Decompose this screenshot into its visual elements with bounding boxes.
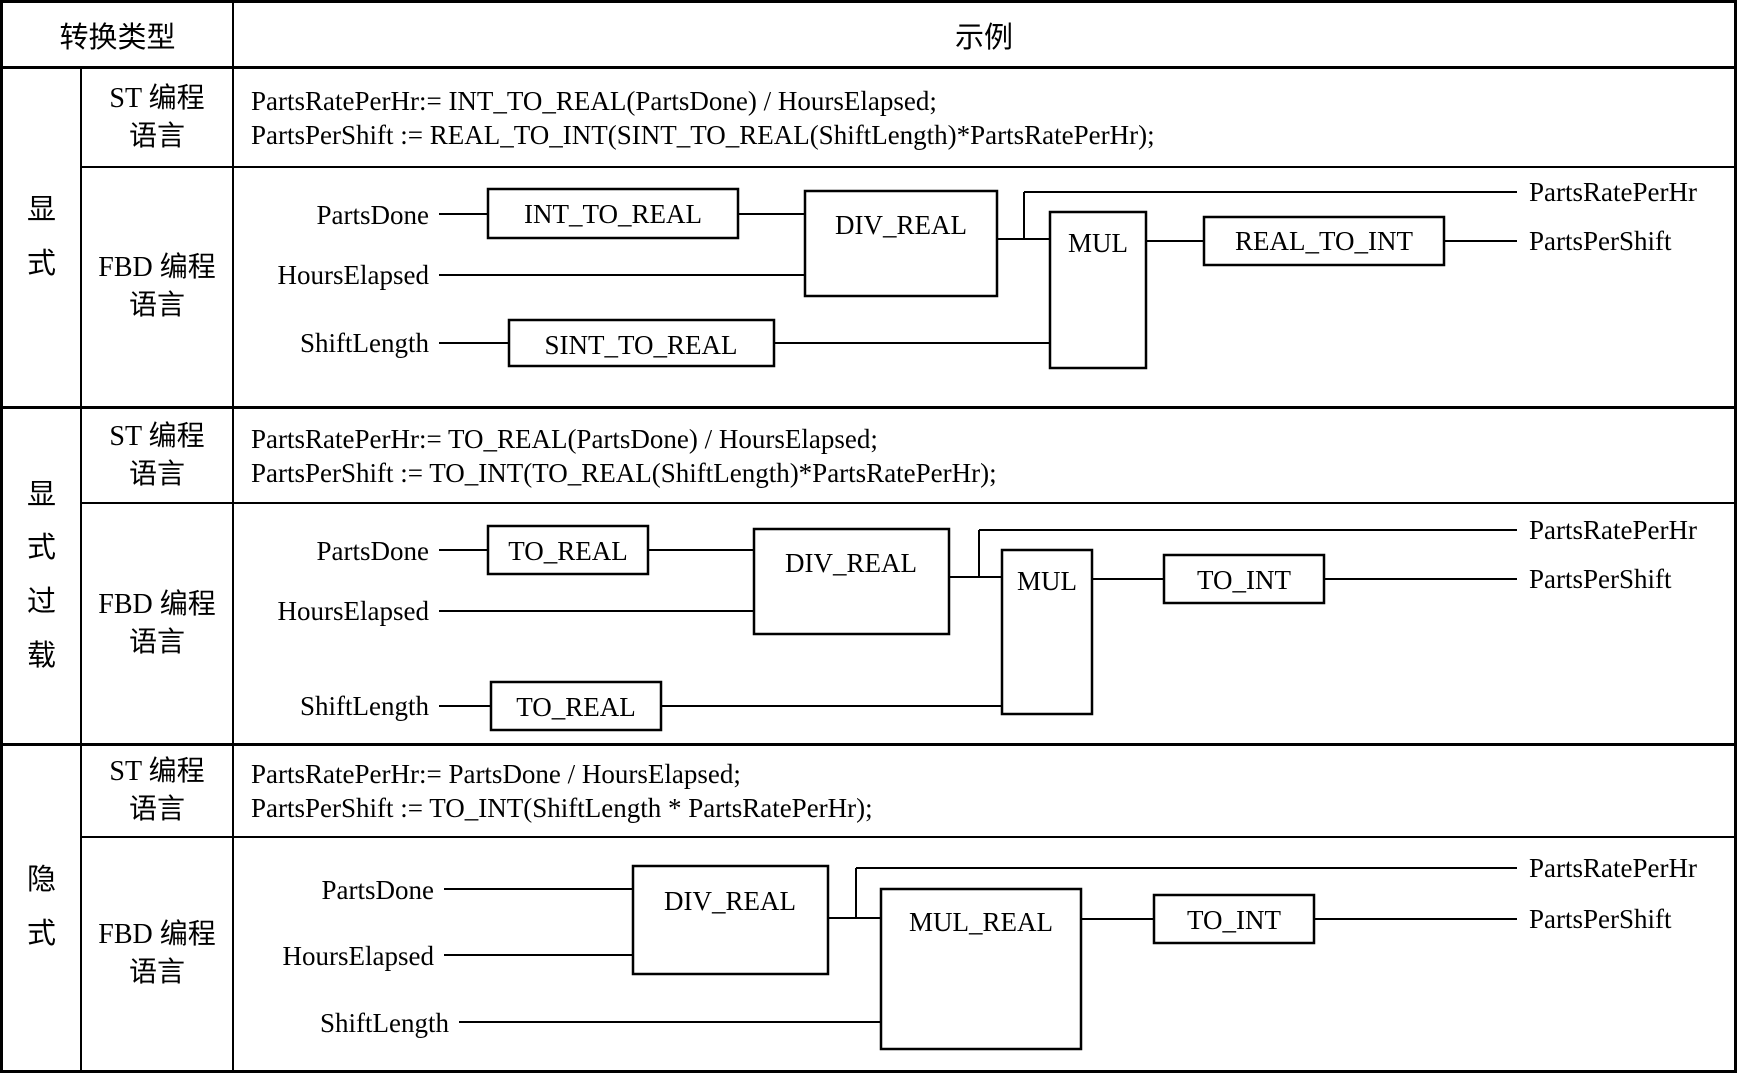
st-code-line: PartsRatePerHr:= PartsDone / HoursElapse… [251,759,741,789]
fbd-block-div-real: DIV_REAL [803,189,999,298]
output-rate-label: PartsRatePerHr [1529,853,1697,883]
block-box [803,189,999,298]
input-hourselapsed-label: HoursElapsed [283,941,435,971]
block-box [1000,548,1094,716]
output-rate-label: PartsRatePerHr [1529,515,1697,545]
block-label: MUL_REAL [909,907,1053,937]
output-shift-label: PartsPerShift [1529,226,1672,256]
st-code-explicit-overload: PartsRatePerHr:= TO_REAL(PartsDone) / Ho… [232,406,1734,502]
block-box [1152,893,1316,945]
wires [439,529,1517,707]
header-conversion-type: 转换类型 [59,21,176,54]
header-example: 示例 [232,3,1734,66]
fbd-block-int-to-real: INT_TO_REAL [486,187,740,240]
block-box [1202,215,1446,267]
fbd-block-to-real-top: TO_REAL [486,524,650,576]
block-label: TO_INT [1197,565,1291,595]
st-code-line: PartsPerShift := TO_INT(TO_REAL(ShiftLen… [251,457,997,488]
fbd-block-div-real: DIV_REAL [752,527,951,636]
st-code-implicit: PartsRatePerHr:= PartsDone / HoursElapse… [232,743,1734,836]
block-box [752,527,951,636]
block-box [486,187,740,240]
block-label: SINT_TO_REAL [545,330,738,360]
fbd-language-label: FBD 编程 语言 [80,836,232,1070]
block-label: DIV_REAL [664,886,796,916]
input-shiftlength-label: ShiftLength [300,328,429,358]
output-shift-label: PartsPerShift [1529,564,1672,594]
st-code-line: PartsRatePerHr:= TO_REAL(PartsDone) / Ho… [251,423,878,454]
input-hourselapsed-label: HoursElapsed [278,596,430,626]
fbd-diagram-explicit-overload: PartsDone HoursElapsed ShiftLength TO_RE… [232,502,1734,743]
block-label: TO_REAL [516,692,636,722]
input-partsdone-label: PartsDone [317,200,429,230]
fbd-block-div-real: DIV_REAL [631,864,830,976]
input-hourselapsed-label: HoursElapsed [278,260,430,290]
fbd-diagram-implicit: PartsDone HoursElapsed ShiftLength DIV_R… [232,836,1734,1070]
block-label: MUL [1017,566,1077,596]
block-label: REAL_TO_INT [1235,226,1413,256]
output-rate-label: PartsRatePerHr [1529,177,1697,207]
wires [444,867,1517,1023]
st-code-explicit: PartsRatePerHr:= INT_TO_REAL(PartsDone) … [232,66,1734,166]
block-box [486,524,650,576]
fbd-block-to-real-bottom: TO_REAL [489,680,663,732]
fbd-language-label: FBD 编程 语言 [80,166,232,406]
fbd-diagram-explicit: PartsDone HoursElapsed ShiftLength INT_T… [232,166,1734,406]
input-partsdone-label: PartsDone [322,875,434,905]
block-box [1162,553,1326,605]
fbd-block-mul-real: MUL_REAL [879,887,1083,1051]
st-code-line: PartsPerShift := REAL_TO_INT(SINT_TO_REA… [251,119,1155,150]
block-label: INT_TO_REAL [524,199,702,229]
input-partsdone-label: PartsDone [317,536,429,566]
block-label: MUL [1068,228,1128,258]
st-language-label: ST 编程 语言 [80,743,232,836]
block-box [631,864,830,976]
group-label-implicit: 隐式 [3,743,80,1070]
st-language-label: ST 编程 语言 [80,66,232,166]
input-shiftlength-label: ShiftLength [300,691,429,721]
input-shiftlength-label: ShiftLength [320,1008,449,1038]
fbd-block-to-int: TO_INT [1152,893,1316,945]
fbd-block-sint-to-real: SINT_TO_REAL [507,318,776,368]
block-box [489,680,663,732]
output-shift-label: PartsPerShift [1529,904,1672,934]
block-label: DIV_REAL [785,548,917,578]
block-box [879,887,1083,1051]
st-code-line: PartsRatePerHr:= INT_TO_REAL(PartsDone) … [251,85,937,116]
fbd-block-real-to-int: REAL_TO_INT [1202,215,1446,267]
fbd-svg-explicit: PartsDone HoursElapsed ShiftLength INT_T… [278,177,1697,370]
wires [439,191,1517,344]
block-box [1048,210,1148,370]
fbd-block-mul: MUL [1000,548,1094,716]
block-box [507,318,776,368]
block-label: TO_INT [1187,905,1281,935]
fbd-svg-explicit-overload: PartsDone HoursElapsed ShiftLength TO_RE… [278,515,1697,732]
group-label-explicit-overload: 显式过载 [3,406,80,743]
fbd-language-label: FBD 编程 语言 [80,502,232,743]
st-code-line: PartsPerShift := TO_INT(ShiftLength * Pa… [251,793,873,823]
block-label: TO_REAL [508,536,628,566]
st-language-label: ST 编程 语言 [80,406,232,502]
fbd-svg-implicit: PartsDone HoursElapsed ShiftLength DIV_R… [283,853,1697,1051]
fbd-block-mul: MUL [1048,210,1148,370]
fbd-block-to-int: TO_INT [1162,553,1326,605]
group-label-explicit: 显式 [3,66,80,406]
block-label: DIV_REAL [835,210,967,240]
